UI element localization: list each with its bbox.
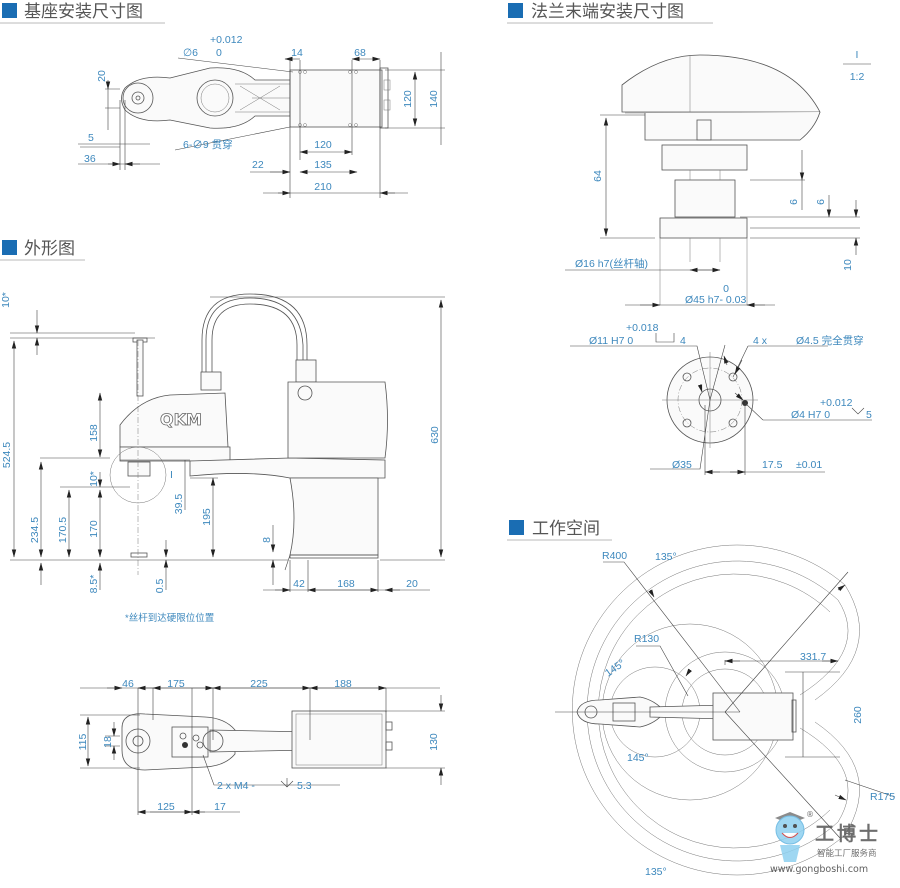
- dim-label: 0.5: [154, 579, 166, 594]
- brand-name: 工博士: [815, 822, 881, 845]
- dim-angle: 135°: [645, 866, 667, 878]
- dim-holes: Ø4.5 完全贯穿: [796, 334, 864, 347]
- dim-label: 331.7: [800, 651, 826, 663]
- dim-tolerance: 0: [216, 47, 222, 59]
- dim-label: 188: [334, 678, 352, 690]
- top-view: 46 175 225 188 115 18 130 2 x M4 - 5.3 1…: [77, 678, 445, 815]
- header-flange: 法兰末端安装尺寸图: [507, 2, 713, 24]
- outline-side-view: QKM 10* 524.5 158 10* 234: [0, 292, 445, 624]
- section-title: 工作空间: [532, 519, 600, 539]
- dim-label: 10*: [88, 471, 100, 487]
- dim-radius: R130: [634, 633, 659, 645]
- dim-label: 39.5: [173, 494, 185, 515]
- dim-label: 20: [96, 70, 108, 82]
- dim-radius: R400: [602, 550, 627, 562]
- detail-label: I: [170, 469, 173, 481]
- dim-label: 524.5: [1, 442, 13, 468]
- dim-label: 18: [102, 736, 114, 748]
- dim-thread-depth: 5.3: [297, 780, 312, 792]
- mascot-icon: [775, 812, 805, 862]
- dim-tolerance: +0.018: [626, 322, 659, 334]
- flange-view: I 1:2 64 6 6 10 Ø16 h7(丝杆轴) 0 Ø45 h7- 0.…: [565, 49, 871, 308]
- header-square-icon: [509, 520, 524, 535]
- dim-label: 170.5: [57, 517, 69, 543]
- header-square-icon: [508, 3, 523, 18]
- dim-label: 6: [815, 199, 827, 205]
- registered-mark: ®: [806, 810, 814, 819]
- dim-label: 170: [88, 520, 100, 538]
- brand-tagline: 智能工厂服务商: [817, 848, 877, 859]
- header-outline: 外形图: [0, 239, 85, 261]
- dim-label: 175: [167, 678, 185, 690]
- workspace-view: R400 135° R130 145° 331.7 260 145° R175 …: [555, 544, 895, 878]
- section-title: 法兰末端安装尺寸图: [531, 2, 684, 22]
- watermark: ® 工博士 智能工厂服务商 www.gongboshi.com: [770, 810, 881, 875]
- dim-bore: Ø11 H7 0: [589, 335, 633, 347]
- header-workspace: 工作空间: [507, 519, 612, 541]
- dim-label: 234.5: [29, 517, 41, 543]
- dim-label: 64: [592, 170, 604, 182]
- dim-label: 115: [77, 733, 89, 750]
- dim-label: 46: [122, 678, 134, 690]
- dim-radius: R175: [870, 791, 895, 803]
- dim-label: 120: [402, 90, 414, 108]
- dim-shaft: Ø16 h7(丝杆轴): [575, 257, 648, 270]
- dim-label: 22: [252, 159, 264, 171]
- dim-label: 36: [84, 153, 96, 165]
- dim-label: 630: [429, 426, 441, 444]
- dim-label: 225: [250, 678, 268, 690]
- dim-offset: 17.5: [762, 459, 783, 471]
- dim-label: 130: [428, 733, 440, 751]
- dim-tolerance: +0.012: [820, 397, 853, 409]
- dim-label: 135: [314, 159, 332, 171]
- dim-label: 10*: [0, 292, 12, 308]
- dim-bore-depth: 4: [680, 335, 686, 347]
- dim-label: 195: [201, 508, 213, 526]
- qkm-logo: QKM: [160, 410, 202, 429]
- dim-flange-diameter: Ø45 h7- 0.03: [685, 294, 746, 306]
- dim-pin-diameter: ∅6: [183, 47, 198, 59]
- dim-tolerance: ±0.01: [796, 459, 822, 471]
- dim-label: 68: [354, 47, 366, 59]
- brand-url: www.gongboshi.com: [770, 864, 868, 875]
- dim-label: 158: [88, 424, 100, 442]
- dim-label: 120: [314, 139, 332, 151]
- dim-label: 10: [842, 259, 854, 271]
- dim-tolerance: +0.012: [210, 34, 243, 46]
- dim-tolerance: 0: [723, 283, 729, 295]
- dim-label: 168: [337, 578, 355, 590]
- header-square-icon: [2, 3, 17, 18]
- dim-label: 17: [214, 801, 226, 813]
- dim-label: 125: [157, 801, 175, 813]
- dim-pin-depth: 5: [866, 409, 872, 421]
- dim-label: 14: [291, 47, 303, 59]
- dim-label: 8: [261, 537, 273, 543]
- dim-pcd: Ø35: [672, 459, 692, 471]
- dim-label: 260: [852, 706, 864, 724]
- detail-label: I: [856, 49, 859, 61]
- dim-label: 140: [428, 90, 440, 108]
- dim-holes-count: 4 x: [753, 335, 768, 347]
- dim-angle: 145°: [627, 752, 649, 764]
- dim-label: 5: [88, 132, 94, 144]
- scale-label: 1:2: [850, 71, 865, 83]
- dim-label: 6: [788, 199, 800, 205]
- header-base-mount: 基座安装尺寸图: [0, 2, 165, 24]
- dim-thread: 2 x M4 -: [217, 780, 255, 792]
- header-square-icon: [2, 240, 17, 255]
- base-mount-view: +0.012 ∅6 0 14 68 20 120 140 5 36 6-∅9 贯…: [78, 34, 445, 198]
- dim-label: 42: [293, 578, 305, 590]
- footnote: *丝杆到达硬限位位置: [125, 612, 214, 624]
- dim-mount-holes: 6-∅9 贯穿: [183, 138, 233, 151]
- flange-face-view: +0.018 Ø11 H7 0 4 4 x Ø4.5 完全贯穿 +0.012 Ø…: [570, 322, 872, 475]
- dim-angle: 145°: [603, 657, 628, 679]
- dim-angle: 135°: [655, 551, 677, 563]
- dim-label: 8.5*: [88, 575, 100, 594]
- section-title: 外形图: [24, 239, 75, 259]
- section-title: 基座安装尺寸图: [24, 2, 143, 22]
- dim-label: 20: [406, 578, 418, 590]
- dim-pin: Ø4 H7 0: [791, 409, 830, 421]
- dim-label: 210: [314, 181, 332, 193]
